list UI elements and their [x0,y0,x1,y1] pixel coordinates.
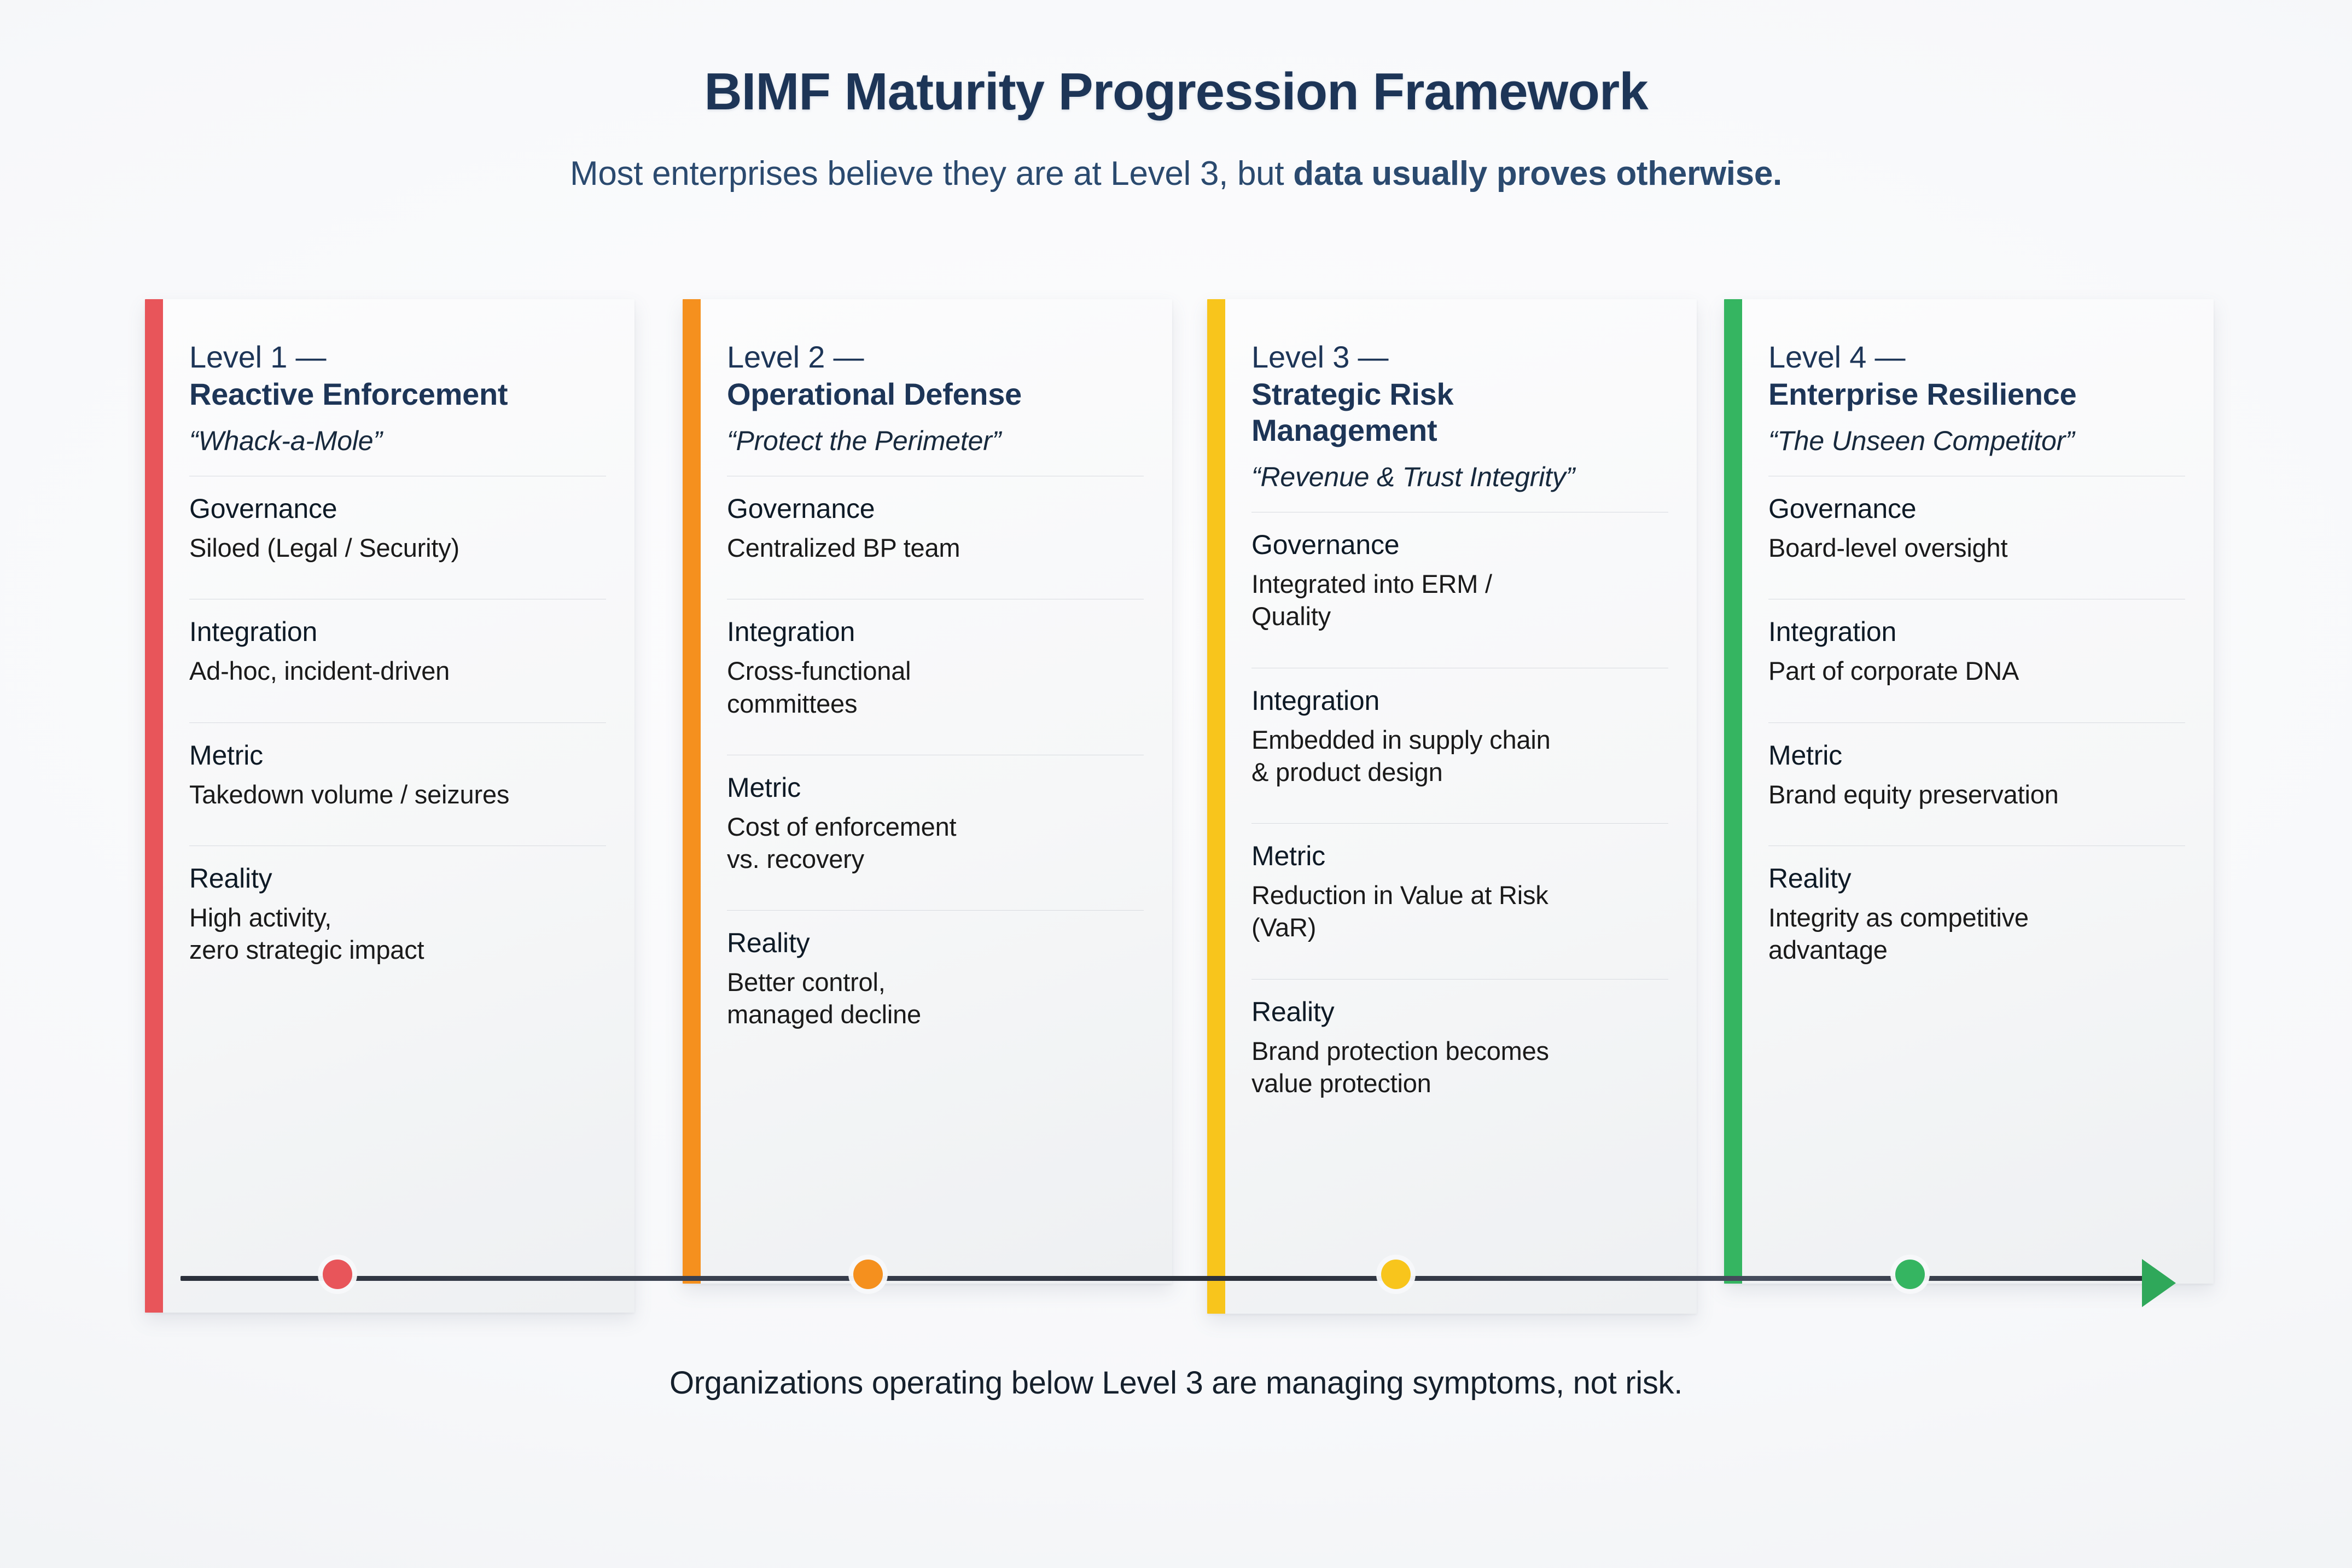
subtitle-emphasis: data usually proves otherwise. [1293,155,1782,193]
level-tagline-2: “Protect the Perimeter” [727,425,1002,457]
timeline-dot-level-3 [1381,1260,1411,1289]
attribute-governance-1: Governance Siloed (Legal / Security) [189,476,606,580]
maturity-card-row: Level 1 — Reactive Enforcement “Whack-a-… [145,299,2223,1314]
attribute-label: Governance [1768,493,1917,524]
attribute-label: Metric [1251,841,1325,872]
level-name-4: Enterprise Resilience [1768,377,2077,412]
attribute-governance-2: Governance Centralized BP team [727,476,1144,580]
card-body-level-4: Level 4 — Enterprise Resilience “The Uns… [1742,299,2214,1284]
card-divider [727,910,1144,911]
level-tagline-1: “Whack-a-Mole” [189,425,382,457]
attribute-metric-4: Metric Brand equity preservation [1768,723,2185,827]
attribute-value: Centralized BP team [727,533,960,563]
attribute-label: Metric [189,739,263,771]
card-divider [189,722,606,723]
attribute-label: Reality [189,862,272,894]
accent-bar-level-1 [145,299,163,1313]
timeline-dot-level-2 [853,1260,883,1289]
attribute-label: Reality [1251,996,1335,1027]
attribute-reality-2: Reality Better control,managed decline [727,911,1144,1047]
maturity-timeline [181,1259,2193,1307]
level-tagline-4: “The Unseen Competitor” [1768,425,2075,457]
attribute-integration-1: Integration Ad-hoc, incident-driven [189,599,606,703]
footer-caption: Organizations operating below Level 3 ar… [669,1365,1683,1401]
attribute-integration-3: Integration Embedded in supply chain& pr… [1251,668,1668,805]
attribute-governance-4: Governance Board-level oversight [1768,476,2185,580]
attribute-value: Better control,managed decline [727,967,921,1029]
attribute-governance-3: Governance Integrated into ERM /Quality [1251,512,1668,649]
attribute-label: Metric [727,772,801,803]
attribute-value: Part of corporate DNA [1768,656,2019,686]
card-body-level-2: Level 2 — Operational Defense “Protect t… [701,299,1172,1284]
accent-bar-level-2 [683,299,701,1284]
attribute-metric-3: Metric Reduction in Value at Risk(VaR) [1251,824,1668,960]
timeline-axis-line [181,1276,2150,1281]
level-line-4: Level 4 — [1768,340,1906,374]
attribute-label: Reality [1768,862,1852,894]
timeline-dot-level-1 [323,1260,352,1289]
attribute-reality-1: Reality High activity,zero strategic imp… [189,846,606,982]
attribute-value: Reduction in Value at Risk(VaR) [1251,881,1548,942]
timeline-arrowhead-icon [2142,1259,2176,1307]
level-line-1: Level 1 — [189,340,327,374]
card-divider [1251,823,1668,824]
level-tagline-3: “Revenue & Trust Integrity” [1251,462,1575,493]
page-title: BIMF Maturity Progression Framework [704,62,1648,121]
page-subtitle: Most enterprises believe they are at Lev… [0,155,2352,193]
attribute-label: Integration [1768,616,1897,648]
level-line-3: Level 3 — [1251,340,1389,374]
attribute-value: Siloed (Legal / Security) [189,533,459,563]
attribute-value: Embedded in supply chain& product design [1251,725,1551,786]
card-divider [1251,978,1668,980]
attribute-integration-4: Integration Part of corporate DNA [1768,599,2185,703]
attribute-value: High activity,zero strategic impact [189,902,424,965]
level-name-1: Reactive Enforcement [189,377,508,412]
attribute-value: Brand equity preservation [1768,779,2059,809]
attribute-value: Integrated into ERM /Quality [1251,569,1492,631]
attribute-metric-1: Metric Takedown volume / seizures [189,723,606,827]
subtitle-plain: Most enterprises believe they are at Lev… [570,155,1294,193]
accent-bar-level-4 [1724,299,1742,1284]
attribute-label: Reality [727,928,810,959]
attribute-label: Governance [189,493,337,524]
maturity-card-level-1: Level 1 — Reactive Enforcement “Whack-a-… [145,299,634,1313]
attribute-label: Governance [727,493,875,524]
attribute-label: Metric [1768,739,1842,771]
attribute-label: Integration [727,616,855,648]
attribute-label: Integration [189,616,318,648]
level-line-2: Level 2 — [727,340,864,374]
attribute-value: Ad-hoc, incident-driven [189,656,450,686]
card-body-level-1: Level 1 — Reactive Enforcement “Whack-a-… [163,299,634,1313]
level-name-2: Operational Defense [727,377,1022,412]
header: BIMF Maturity Progression Framework Most… [0,66,2352,193]
card-divider [1768,722,2185,723]
attribute-label: Integration [1251,685,1380,716]
attribute-value: Takedown volume / seizures [189,779,510,809]
accent-bar-level-3 [1207,299,1225,1314]
attribute-label: Governance [1251,529,1400,561]
timeline-dot-level-4 [1895,1260,1925,1289]
maturity-card-level-4: Level 4 — Enterprise Resilience “The Uns… [1724,299,2214,1284]
attribute-value: Board-level oversight [1768,533,2008,563]
maturity-card-level-2: Level 2 — Operational Defense “Protect t… [683,299,1172,1284]
